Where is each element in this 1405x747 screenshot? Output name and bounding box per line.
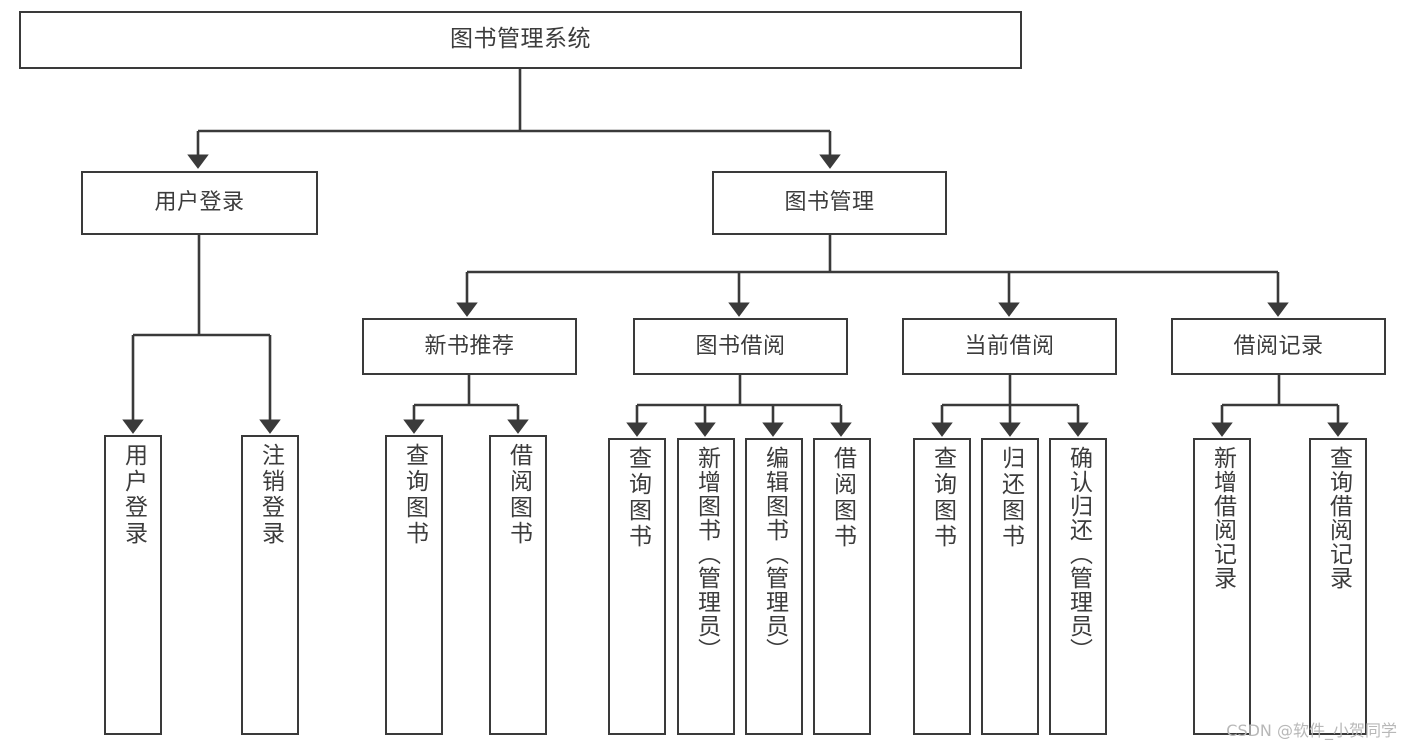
node-leaf-return-book[interactable]: 归还图书 [981, 438, 1039, 735]
watermark-text: CSDN @软件_小贺同学 [1226, 721, 1397, 740]
node-leaf-query-book[interactable]: 查询图书 [608, 438, 666, 735]
node-label: 查询图书 [929, 446, 956, 550]
node-leaf-user-login[interactable]: 用户登录 [104, 435, 162, 735]
node-label: 图书借阅 [695, 333, 786, 359]
node-book-borrow[interactable]: 图书借阅 [633, 318, 848, 375]
edges-bookmgmt-to-level2 [456, 235, 1289, 317]
node-label: 借阅图书 [829, 446, 856, 550]
edges-currentborrow-to-leaves [931, 375, 1089, 437]
node-new-book-recommend[interactable]: 新书推荐 [362, 318, 577, 375]
edges-root-to-level1 [187, 69, 841, 169]
node-leaf-logout[interactable]: 注销登录 [241, 435, 299, 735]
node-leaf-borrow-book[interactable]: 借阅图书 [813, 438, 871, 735]
node-label: 查询借阅记录 [1325, 446, 1352, 590]
node-borrow-record[interactable]: 借阅记录 [1171, 318, 1386, 375]
edges-borrowrecord-to-leaves [1211, 375, 1349, 437]
node-label: 注销登录 [257, 443, 284, 547]
node-leaf-confirm-return-admin[interactable]: 确认归还（管理员） [1049, 438, 1107, 735]
node-leaf-borrow-book-recommend[interactable]: 借阅图书 [489, 435, 547, 735]
node-leaf-query-book-recommend[interactable]: 查询图书 [385, 435, 443, 735]
node-label: 归还图书 [997, 446, 1024, 550]
node-user-login[interactable]: 用户登录 [81, 171, 318, 235]
node-label: 新书推荐 [424, 333, 515, 359]
node-label: 新增图书（管理员） [693, 446, 720, 662]
node-label: 借阅图书 [505, 443, 532, 547]
node-label: 编辑图书（管理员） [761, 446, 788, 662]
node-leaf-add-borrow-record[interactable]: 新增借阅记录 [1193, 438, 1251, 735]
node-root-system[interactable]: 图书管理系统 [19, 11, 1022, 69]
node-book-management[interactable]: 图书管理 [712, 171, 947, 235]
edges-bookborrow-to-leaves [626, 375, 852, 437]
node-label: 新增借阅记录 [1209, 446, 1236, 590]
node-label: 查询图书 [401, 443, 428, 547]
node-label: 用户登录 [120, 443, 147, 547]
edges-newbook-to-leaves [403, 375, 529, 434]
node-leaf-add-book-admin[interactable]: 新增图书（管理员） [677, 438, 735, 735]
node-label: 图书管理系统 [450, 26, 591, 53]
node-label: 用户登录 [154, 190, 245, 216]
node-leaf-edit-book-admin[interactable]: 编辑图书（管理员） [745, 438, 803, 735]
node-label: 图书管理 [784, 190, 875, 216]
node-leaf-query-borrow-record[interactable]: 查询借阅记录 [1309, 438, 1367, 735]
node-label: 当前借阅 [964, 333, 1055, 359]
node-label: 借阅记录 [1233, 333, 1324, 359]
node-label: 确认归还（管理员） [1065, 446, 1092, 662]
node-label: 查询图书 [624, 446, 651, 550]
node-current-borrow[interactable]: 当前借阅 [902, 318, 1117, 375]
edges-userlogin-to-leaves [122, 235, 281, 434]
node-leaf-query-book-current[interactable]: 查询图书 [913, 438, 971, 735]
